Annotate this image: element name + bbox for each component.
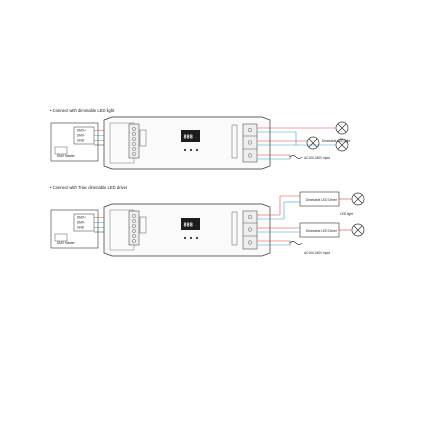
lamp-icon [351,223,365,237]
master-label: DMX Master [57,241,76,245]
dmx-master-box: DMX+ DMX- GND DMX Master [50,122,99,162]
button-dot [183,236,187,240]
ac-wave-icon [289,155,303,159]
output-terminal-block [242,210,258,250]
pin-dmx-plus: DMX+ [77,216,86,220]
pin-dmx-minus: DMX- [77,221,85,225]
lamp-icon [351,192,365,206]
ac-input-label: AC100-240V input [304,251,330,255]
button-dot [189,236,193,240]
pin-dmx-plus: DMX+ [77,129,86,133]
driver-label: Dimmable LED Driver [306,198,338,202]
dimmer-device: 888 [103,116,271,170]
segment-display [181,130,200,142]
button-dot [195,148,199,152]
ac-wave-icon [289,241,303,245]
ac-input: AC100-240V input [289,241,330,255]
master-label: DMX Master [57,154,76,158]
segment-display-value: 888 [184,135,193,141]
pin-gnd: GND [77,139,85,143]
output-wires [257,127,336,160]
lamp-icon [335,121,349,135]
segment-display-value: 888 [184,223,193,229]
output-terminal-block [242,123,258,163]
driver-label: Dimmable LED Driver [306,229,338,233]
dmx-master-box: DMX+ DMX- GND DMX Master [50,209,99,249]
segment-display [181,218,200,230]
section-triac-dimmable-driver: • Connect with Triac dimmable LED driver… [50,185,365,257]
pin-gnd: GND [77,226,85,230]
ac-input-label: AC100-240V input [304,156,330,160]
section-dimmable-led-light: • Connect with dimmable LED light DMX+ D… [50,108,350,170]
load-label: Dimmable LED light [322,139,350,143]
lamp-icon [335,138,349,152]
dmx-terminal-block [128,123,140,159]
load-label: LED light [340,212,353,216]
dmx-terminal-block [128,210,140,246]
ac-input: AC100-240V input [289,155,330,160]
section-title: • Connect with Triac dimmable LED driver [50,185,128,190]
section-title: • Connect with dimmable LED light [50,108,115,113]
dimmer-device: 888 [103,203,271,257]
lamp-icon [306,136,320,150]
led-driver-box: Dimmable LED Driver [299,222,340,238]
pin-dmx-minus: DMX- [77,134,85,138]
button-dot [195,236,199,240]
output-wires [257,195,352,246]
button-dot [189,148,193,152]
led-driver-box: Dimmable LED Driver [299,191,340,207]
button-dot [183,148,187,152]
